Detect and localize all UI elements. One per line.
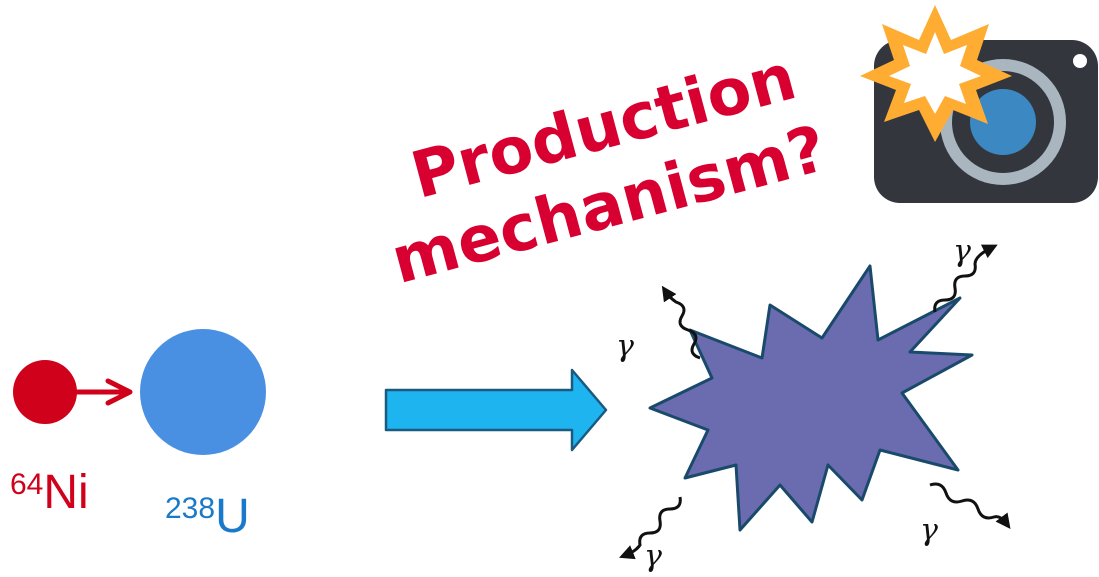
camera-viewfinder-dot [1073, 54, 1087, 68]
projectile-symbol: Ni [43, 466, 88, 519]
production-mechanism-question: Production mechanism? [384, 40, 834, 298]
gamma-ray-bottom-left [619, 496, 682, 560]
compound-nucleus-outline [648, 264, 974, 532]
target-mass-number: 238 [165, 492, 215, 525]
gamma-ray-top-right [933, 244, 998, 313]
compound-nucleus-burst [650, 266, 972, 530]
reaction-process-arrow [384, 368, 608, 452]
target-symbol: U [215, 490, 250, 543]
projectile-label: 64Ni [10, 466, 89, 519]
gamma-ray-bottom-right [929, 482, 1011, 529]
target-label: 238U [165, 490, 250, 543]
projectile-direction-arrow [75, 378, 133, 406]
projectile-nucleus [13, 360, 77, 424]
gamma-label-bottom-left: γ [644, 539, 662, 574]
gamma-label-bottom-right: γ [920, 513, 938, 548]
gamma-label-top-right: γ [953, 234, 971, 269]
camera-lens [970, 89, 1036, 155]
camera-flash-core [889, 32, 981, 114]
camera-flash-icon [860, 5, 1098, 203]
projectile-mass-number: 64 [10, 468, 43, 501]
gamma-ray-top-left [661, 285, 701, 360]
target-nucleus [140, 329, 266, 455]
gamma-label-top-left: γ [616, 329, 634, 364]
